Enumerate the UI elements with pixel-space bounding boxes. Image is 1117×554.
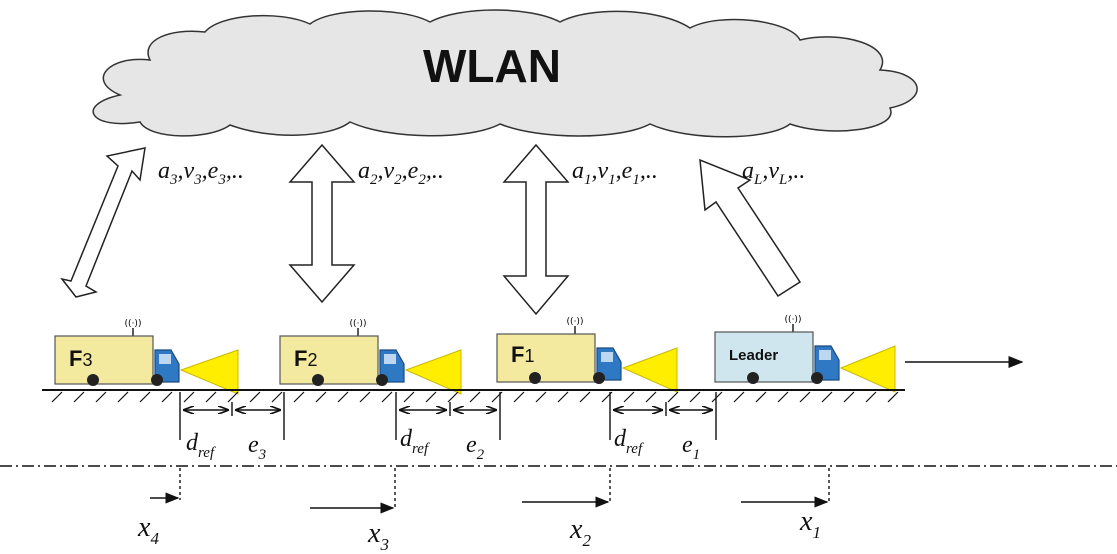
wheel	[312, 374, 324, 386]
antenna-icon: ((·))	[567, 317, 584, 327]
vehicle-label-f2: F2	[294, 346, 317, 371]
f1-comm-arrow	[502, 143, 570, 316]
truck-box	[279, 335, 379, 385]
gap-dref-1: dref	[614, 426, 644, 457]
signal-f3: a3,v3,e3,..	[158, 158, 244, 188]
leader-comm-arrow	[699, 158, 802, 298]
wheel	[87, 374, 99, 386]
position-x1: x1	[799, 506, 821, 542]
comm-arrows	[60, 143, 802, 316]
gap-dref-3: dref	[186, 430, 216, 461]
f2-comm-arrow	[288, 143, 356, 304]
headlight-beam	[621, 347, 678, 393]
truck-leader: ((·)) Leader	[714, 315, 896, 393]
truck-box	[714, 331, 814, 383]
gap-labels: dref e3 dref e2 dref e1	[186, 426, 700, 463]
position-x2: x2	[569, 514, 591, 550]
headlight-beam	[839, 345, 896, 393]
vehicle-label-f3: F3	[69, 346, 92, 371]
wheel	[747, 372, 759, 384]
wlan-cloud: WLAN	[92, 9, 918, 138]
position-x4: x4	[137, 512, 159, 548]
gap-markers	[179, 392, 717, 440]
position-labels: x4 x3 x2 x1	[137, 506, 821, 554]
road	[42, 389, 905, 403]
wheel	[529, 372, 541, 384]
headlight-beam	[404, 349, 462, 395]
vehicle-label-leader: Leader	[729, 347, 778, 364]
antenna-icon: ((·))	[785, 315, 802, 325]
antenna-icon: ((·))	[125, 319, 142, 329]
f3-comm-arrow	[60, 147, 146, 298]
position-x3: x3	[367, 518, 389, 554]
position-markers	[150, 468, 830, 514]
wheel	[811, 372, 823, 384]
wheel	[151, 374, 163, 386]
truck-f3: ((·)) F3	[54, 319, 239, 395]
wheel	[376, 374, 388, 386]
gap-e1: e1	[682, 432, 700, 463]
signal-leader: aL,vL,..	[742, 158, 805, 188]
gap-e3: e3	[248, 432, 266, 463]
signal-f1: a1,v1,e1,..	[572, 158, 658, 188]
wlan-label: WLAN	[423, 40, 561, 92]
truck-f1: ((·)) F1	[496, 317, 678, 393]
vehicle-label-f1: F1	[511, 342, 534, 367]
truck-box	[496, 333, 596, 383]
headlight-beam	[179, 349, 239, 395]
gap-e2: e2	[466, 432, 485, 463]
truck-f2: ((·)) F2	[279, 319, 462, 395]
antenna-icon: ((·))	[350, 319, 367, 329]
truck-box	[54, 335, 154, 385]
signal-labels: a3,v3,e3,.. a2,v2,e2,.. a1,v1,e1,.. aL,v…	[158, 158, 805, 188]
wheel	[593, 372, 605, 384]
signal-f2: a2,v2,e2,..	[358, 158, 444, 188]
gap-dref-2: dref	[400, 426, 430, 457]
cloud-shape	[92, 9, 918, 138]
